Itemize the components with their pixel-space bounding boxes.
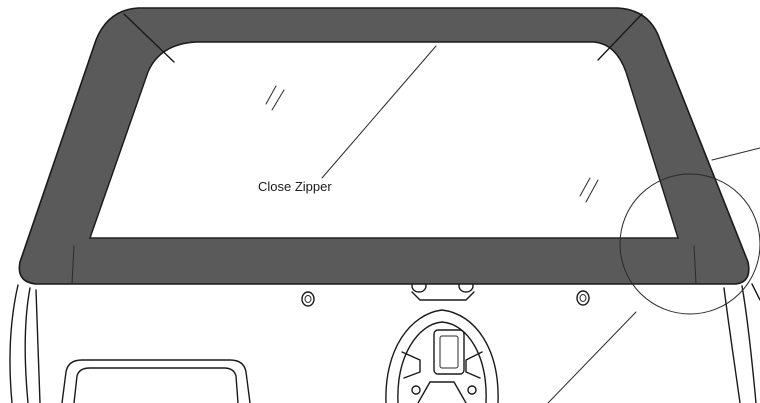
frame-corner-seams bbox=[123, 13, 643, 63]
mount-bolt-right bbox=[576, 290, 590, 306]
close-zipper-label: Close Zipper bbox=[258, 179, 332, 194]
tailgate-handle-recess bbox=[61, 359, 251, 403]
window-lower-band bbox=[71, 237, 697, 285]
detail-magnifier bbox=[547, 147, 760, 403]
close-zipper-callout: Close Zipper bbox=[258, 45, 437, 194]
spare-tire-carrier-mount bbox=[385, 279, 499, 403]
mount-bolt-left bbox=[301, 291, 315, 307]
tailgate-body bbox=[9, 283, 760, 403]
window-glass bbox=[89, 41, 679, 239]
